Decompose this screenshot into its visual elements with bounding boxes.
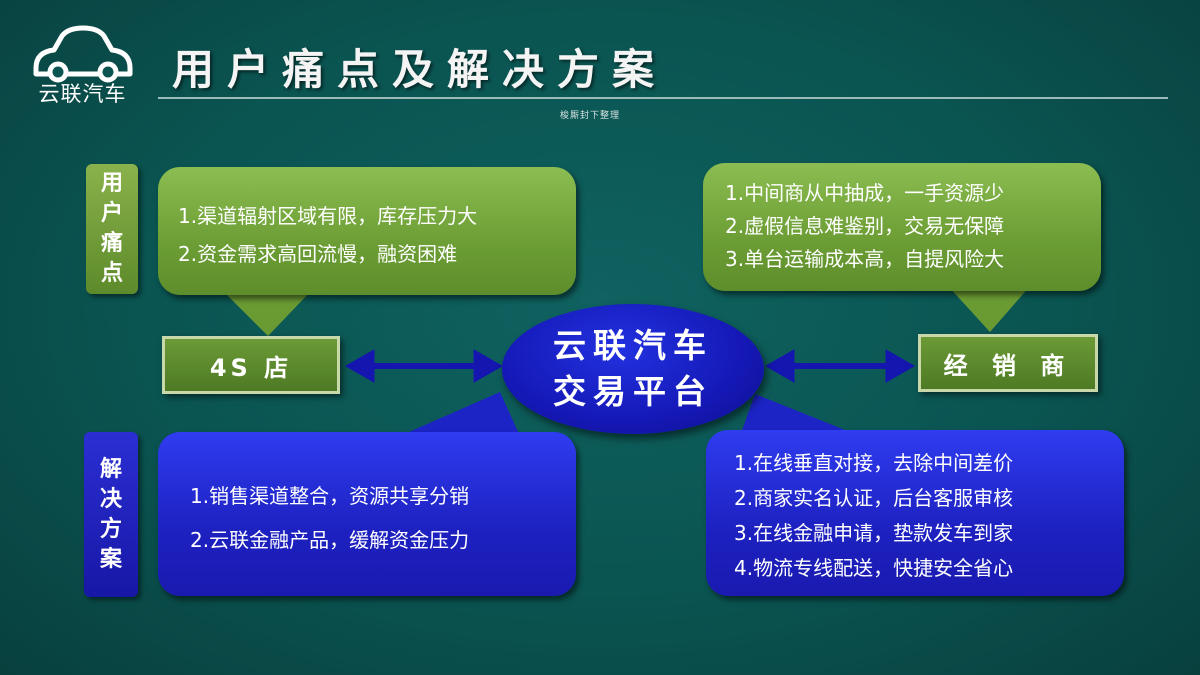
solution-label-char: 方 (99, 516, 122, 542)
solution-item: 2.云联金融产品，缓解资金压力 (190, 528, 470, 552)
pain-item: 2.资金需求高回流慢，融资困难 (178, 242, 458, 266)
pain-left-callout-tail (222, 290, 312, 336)
solution-item: 1.在线垂直对接，去除中间差价 (734, 451, 1014, 475)
pain-label-char: 户 (100, 201, 123, 226)
platform-line-2: 交易平台 (553, 372, 713, 411)
solution-left-callout-tail (400, 392, 520, 436)
pain-points-4s-box: 1.渠道辐射区域有限，库存压力大 2.资金需求高回流慢，融资困难 (158, 167, 576, 295)
pain-points-label: 用 户 痛 点 (86, 164, 138, 294)
solution-right-callout-tail (740, 394, 860, 436)
node-4s-store: 4S 店 (162, 336, 340, 394)
pain-label-char: 用 (100, 171, 123, 196)
pain-item: 3.单台运输成本高，自提风险大 (725, 247, 1005, 271)
pain-item: 1.渠道辐射区域有限，库存压力大 (178, 204, 478, 228)
page-subtitle: 梭厮封下整理 (560, 111, 621, 121)
solution-label-char: 案 (99, 546, 122, 572)
pain-item: 2.虚假信息难鉴别，交易无保障 (725, 214, 1005, 238)
solution-item: 1.销售渠道整合，资源共享分销 (190, 484, 470, 508)
page-title: 用户痛点及解决方案 (172, 45, 668, 94)
solution-item: 3.在线金融申请，垫款发车到家 (734, 521, 1014, 545)
solutions-label: 解 决 方 案 (84, 432, 138, 597)
brand-name: 云联汽车 (38, 82, 127, 106)
platform-line-1: 云联汽车 (553, 326, 713, 365)
solution-4s-box: 1.销售渠道整合，资源共享分销 2.云联金融产品，缓解资金压力 (158, 432, 576, 596)
right-double-arrow (764, 349, 916, 383)
solution-label-char: 决 (99, 486, 122, 512)
car-logo-icon (33, 25, 133, 83)
solution-item: 2.商家实名认证，后台客服审核 (734, 486, 1014, 510)
trading-platform-ellipse: 云联汽车 交易平台 (502, 304, 764, 434)
solution-label-char: 解 (99, 456, 122, 482)
pain-item: 1.中间商从中抽成，一手资源少 (725, 181, 1005, 205)
node-dealer: 经 销 商 (918, 334, 1098, 392)
pain-label-char: 点 (100, 261, 123, 286)
pain-label-char: 痛 (100, 231, 123, 256)
solution-item: 4.物流专线配送，快捷安全省心 (734, 556, 1014, 580)
left-double-arrow (344, 349, 504, 383)
pain-right-callout-tail (948, 286, 1030, 332)
title-divider (158, 97, 1168, 99)
pain-points-dealer-box: 1.中间商从中抽成，一手资源少 2.虚假信息难鉴别，交易无保障 3.单台运输成本… (703, 163, 1101, 291)
solution-dealer-box: 1.在线垂直对接，去除中间差价 2.商家实名认证，后台客服审核 3.在线金融申请… (706, 430, 1124, 596)
